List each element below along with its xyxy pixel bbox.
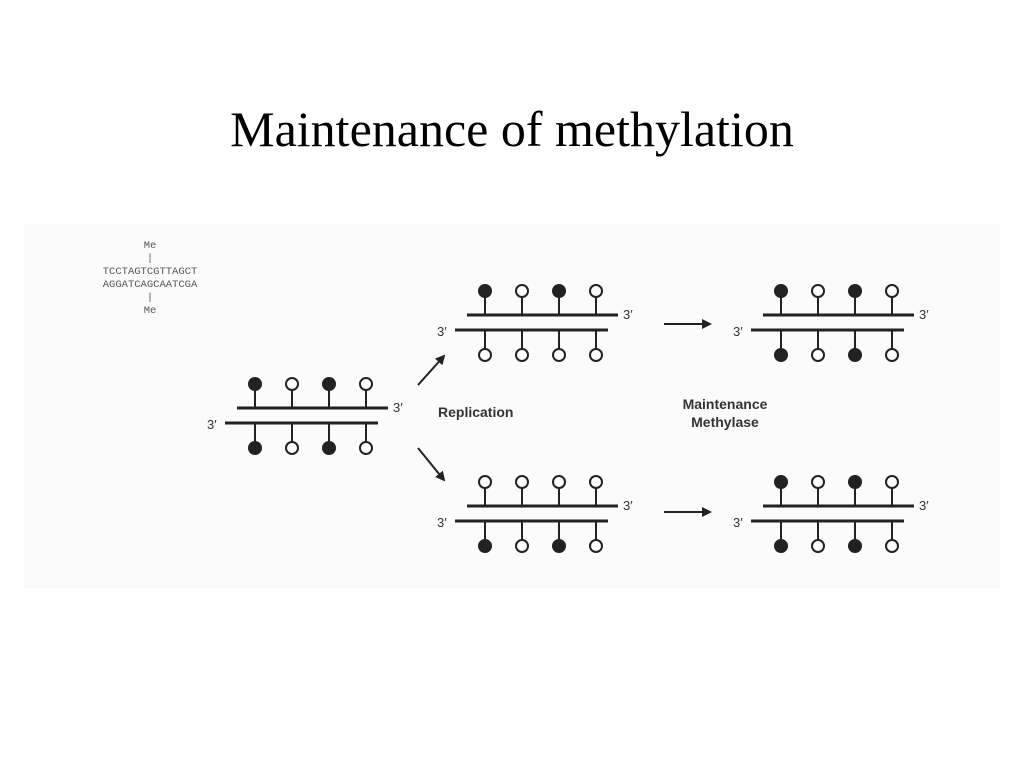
unmethylated-site-bottom-daughter_1-2 [552,348,566,362]
unmethylated-site-top-daughter_1-3 [589,284,603,298]
unmethylated-site-top-parent-1 [285,377,299,391]
maintenance-label-line1: Maintenance [682,396,768,412]
end-label-bottom-parent: 3′ [207,417,217,432]
unmethylated-site-bottom-result_2-3 [885,539,899,553]
methylated-site-top-daughter_1-0 [478,284,492,298]
unmethylated-site-top-daughter_2-2 [552,475,566,489]
methylated-site-top-result_1-0 [774,284,788,298]
maintenance-methylase-label: Maintenance Methylase [660,395,790,431]
methylated-site-bottom-daughter_2-2 [552,539,566,553]
unmethylated-site-bottom-parent-3 [359,441,373,455]
unmethylated-site-top-parent-3 [359,377,373,391]
methylated-site-bottom-result_2-2 [848,539,862,553]
arrow-up-right [417,354,446,386]
methylated-site-bottom-result_1-0 [774,348,788,362]
arrow-down-right [417,447,446,482]
methylated-site-bottom-result_1-2 [848,348,862,362]
end-label-top-daughter_2: 3′ [623,498,633,513]
bond-line-top: | [146,253,154,265]
unmethylated-site-top-result_2-3 [885,475,899,489]
unmethylated-site-bottom-daughter_1-3 [589,348,603,362]
end-label-top-result_2: 3′ [919,498,929,513]
unmethylated-site-top-result_1-3 [885,284,899,298]
slide-title: Maintenance of methylation [230,101,794,157]
sequence-strand-bottom: AGGATCAGCAATCGA [102,279,198,291]
methylated-site-bottom-result_2-0 [774,539,788,553]
end-label-top-result_1: 3′ [919,307,929,322]
unmethylated-site-top-result_1-1 [811,284,825,298]
unmethylated-site-bottom-daughter_2-1 [515,539,529,553]
methylated-site-bottom-parent-2 [322,441,336,455]
unmethylated-site-bottom-parent-1 [285,441,299,455]
unmethylated-site-top-daughter_1-1 [515,284,529,298]
methylated-site-top-parent-2 [322,377,336,391]
methylated-site-top-result_1-2 [848,284,862,298]
unmethylated-site-bottom-result_1-1 [811,348,825,362]
end-label-bottom-daughter_2: 3′ [437,515,447,530]
unmethylated-site-bottom-daughter_1-1 [515,348,529,362]
unmethylated-site-bottom-daughter_1-0 [478,348,492,362]
maintenance-label-line2: Methylase [691,414,759,430]
unmethylated-site-top-daughter_2-3 [589,475,603,489]
end-label-bottom-result_2: 3′ [733,515,743,530]
methylated-site-top-result_2-2 [848,475,862,489]
end-label-top-parent: 3′ [393,400,403,415]
sequence-block: Me | TCCTAGTCGTTAGCT AGGATCAGCAATCGA | M… [60,240,240,318]
unmethylated-site-top-daughter_2-0 [478,475,492,489]
methyl-mark-top: Me [143,240,157,252]
methylated-site-top-parent-0 [248,377,262,391]
unmethylated-site-bottom-result_2-1 [811,539,825,553]
end-label-top-daughter_1: 3′ [623,307,633,322]
end-label-bottom-daughter_1: 3′ [437,324,447,339]
methylated-site-top-daughter_1-2 [552,284,566,298]
unmethylated-site-top-daughter_2-1 [515,475,529,489]
unmethylated-site-bottom-result_1-3 [885,348,899,362]
methylated-site-top-result_2-0 [774,475,788,489]
unmethylated-site-bottom-daughter_2-3 [589,539,603,553]
methyl-mark-bottom: Me [143,305,157,317]
methylated-site-bottom-daughter_2-0 [478,539,492,553]
end-label-bottom-result_1: 3′ [733,324,743,339]
unmethylated-site-top-result_2-1 [811,475,825,489]
replication-label: Replication [438,404,514,420]
bond-line-bottom: | [146,292,154,304]
methylated-site-bottom-parent-0 [248,441,262,455]
sequence-strand-top: TCCTAGTCGTTAGCT [102,266,198,278]
figure-panel [24,224,1000,588]
